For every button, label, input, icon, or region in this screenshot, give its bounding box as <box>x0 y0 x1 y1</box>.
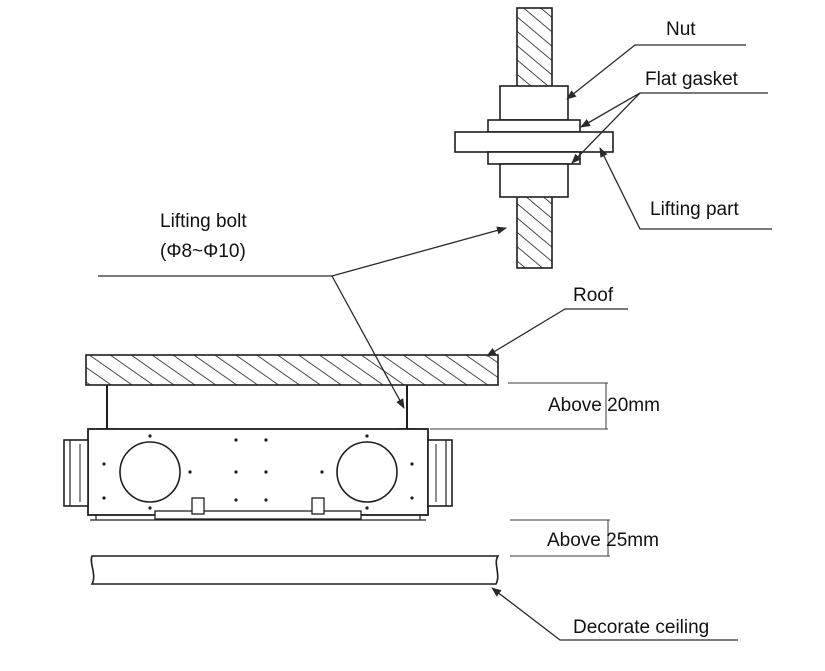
duct-port-left <box>119 441 181 503</box>
label-nut: Nut <box>666 19 696 40</box>
leader-roof <box>486 308 628 357</box>
duct-port-right <box>336 441 398 503</box>
leader-ceiling <box>491 587 738 641</box>
labels: Nut Flat gasket Lifting part Lifting bol… <box>160 19 739 638</box>
screw-dots <box>102 434 414 510</box>
label-bolt-spec: (Φ8~Φ10) <box>160 241 246 262</box>
label-roof: Roof <box>573 285 614 306</box>
leader-flat-gasket <box>580 92 768 128</box>
leader-lines <box>98 44 772 641</box>
label-gap-top: Above 20mm <box>548 395 660 416</box>
leader-lifting-part <box>599 147 772 230</box>
detail-lower-nut <box>499 163 569 198</box>
label-ceiling: Decorate ceiling <box>573 617 709 638</box>
detail-lifting-plate <box>454 131 614 153</box>
label-flat-gasket: Flat gasket <box>645 69 739 90</box>
roof-slab <box>85 354 499 386</box>
label-lifting-part: Lifting part <box>650 199 739 220</box>
detail-upper-nut <box>499 85 569 121</box>
dimension-lines <box>430 382 610 557</box>
ventilation-unit <box>63 428 453 521</box>
detail-upper-gasket <box>487 119 581 133</box>
service-panel <box>154 497 362 520</box>
leader-nut <box>566 44 746 100</box>
duct-collar-left <box>63 439 89 507</box>
detail-lower-gasket <box>487 151 581 165</box>
label-lifting-bolt: Lifting bolt <box>160 211 247 232</box>
duct-collar-right <box>427 439 453 507</box>
ceiling-board <box>90 555 500 585</box>
bolt-detail <box>454 7 614 269</box>
label-gap-bottom: Above 25mm <box>547 530 659 551</box>
